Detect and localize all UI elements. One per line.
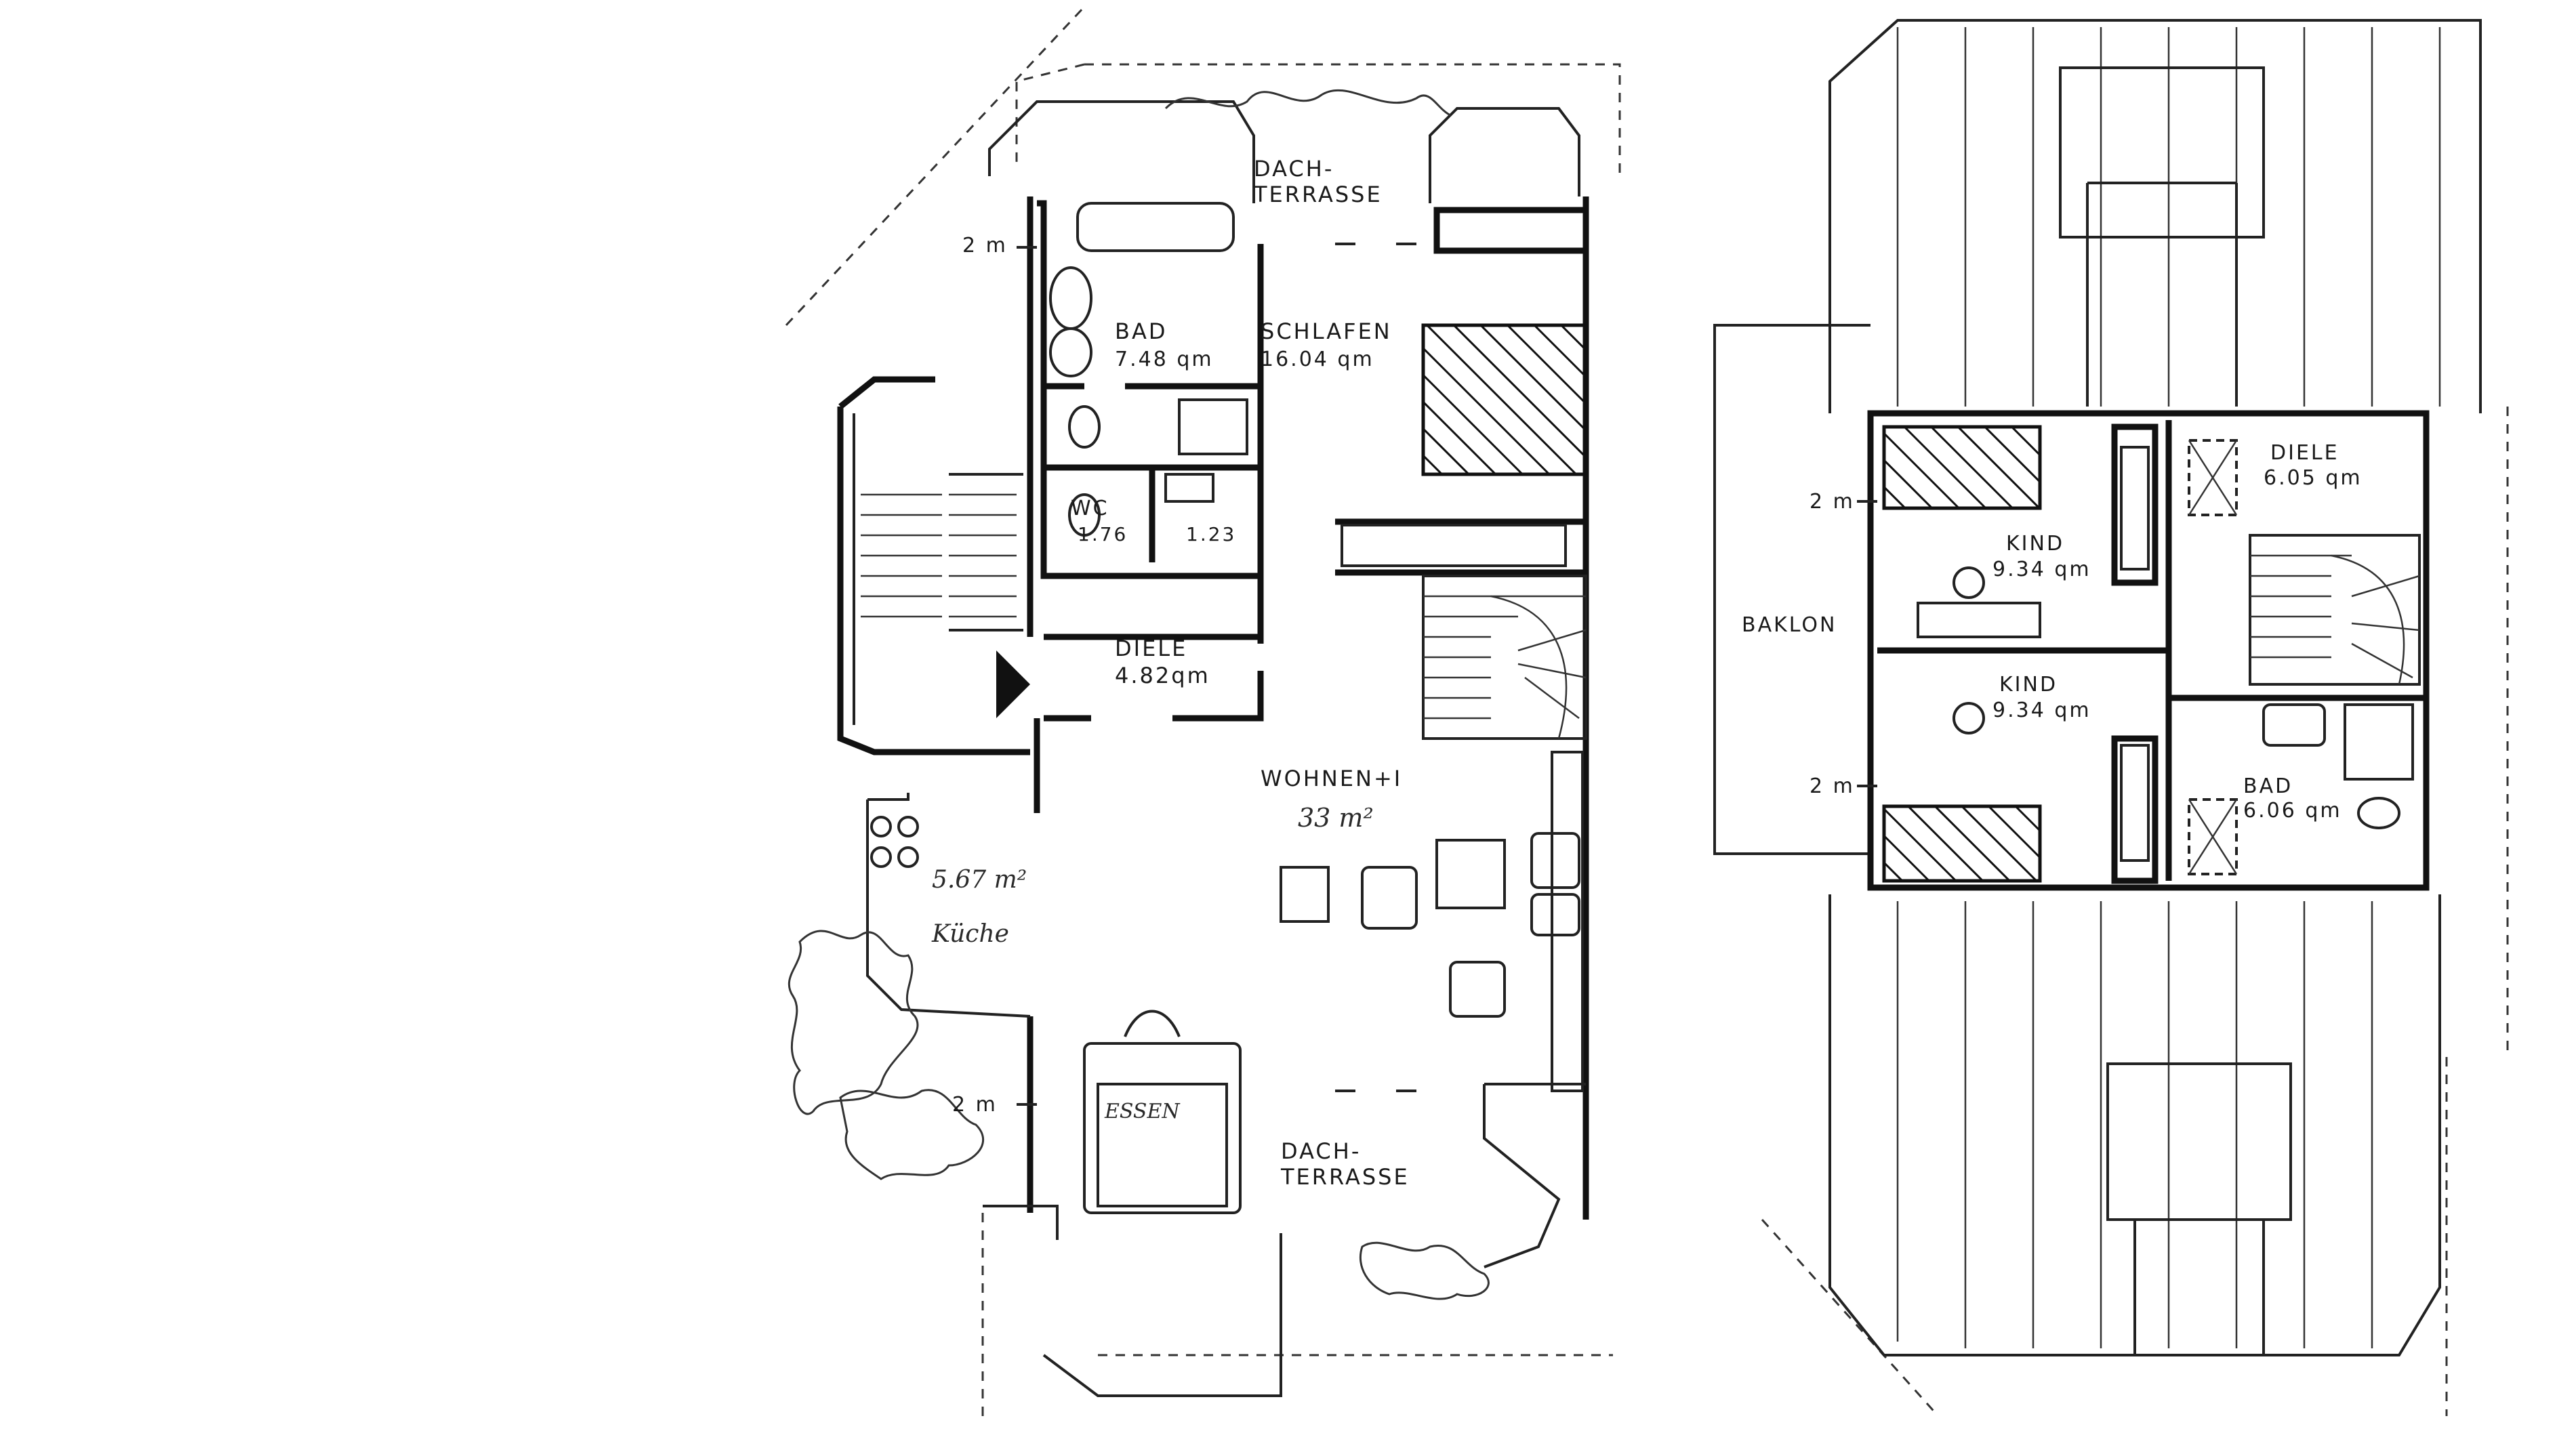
upper-bath-area: 6.06 qm — [2243, 799, 2342, 823]
hall-name-ground: DIELE — [1115, 636, 1187, 661]
upper-dim-2m-top: 2 m — [1810, 490, 1855, 514]
roof-bottom-dormer-inner — [2133, 1220, 2265, 1355]
bath-outer-wall — [1037, 200, 1261, 579]
roof-bottom-right-edge — [2445, 407, 2509, 1416]
tree-sketch-left — [788, 930, 919, 1115]
living-furniture — [866, 524, 1584, 1214]
hall-wall — [1044, 634, 1264, 722]
child1-name: KIND — [2006, 532, 2064, 556]
roof-outline-top — [1015, 63, 1621, 176]
upper-hall-area: 6.05 qm — [2264, 466, 2363, 490]
bedroom-closet — [1433, 207, 1589, 254]
roof-outline-diagonal — [785, 5, 1086, 327]
hall-area-ground: 4.82qm — [1115, 663, 1210, 688]
upper-furniture — [1917, 446, 2150, 862]
external-staircase — [837, 376, 1030, 755]
tree-sketch-bottom-right — [1359, 1241, 1490, 1300]
bottom-terrace-wall — [1483, 1083, 1586, 1268]
child2-area: 9.34 qm — [1992, 699, 2091, 722]
wc-name: WC — [1071, 497, 1109, 520]
roof-top-ridges — [1896, 27, 2441, 407]
roof-terrace-bottom-label-1: DACH- — [1281, 1138, 1361, 1164]
bed-hatched-kid2 — [1882, 804, 2042, 883]
roof-outline-bottom — [981, 1213, 1940, 1417]
upper-hall-name: DIELE — [2270, 441, 2339, 465]
bath-fixtures-ground — [1049, 202, 1248, 537]
roof-bottom-ridges — [1896, 901, 2373, 1348]
top-bay-window — [988, 100, 1255, 203]
roof-terrace-top-label-2: TERRASSE — [1253, 182, 1383, 207]
kitchen-area: 5.67 m² — [932, 866, 1027, 894]
child1-area: 9.34 qm — [1992, 558, 2091, 581]
upper-floor-plan — [1713, 19, 2509, 1416]
roof-bottom-dormer — [2106, 1062, 2292, 1221]
balcony-outline — [1713, 324, 1870, 855]
upper-dim-2m-bottom: 2 m — [1810, 774, 1855, 798]
upper-closet-bottom — [2111, 735, 2159, 884]
bed-hatched-ground — [1421, 323, 1588, 476]
bedroom-area: 16.04 qm — [1261, 348, 1374, 371]
bath-name-ground: BAD — [1115, 318, 1167, 344]
closet-area: 1.23 — [1186, 523, 1236, 545]
child2-name: KIND — [1999, 673, 2058, 697]
top-bay-window-right — [1429, 107, 1580, 203]
exterior-wall-left — [1027, 196, 1040, 1213]
dim-tick-top — [1017, 246, 1037, 1106]
wc-area: 1.76 — [1078, 523, 1128, 545]
kitchen-name: Küche — [931, 920, 1009, 948]
roof-top-outline — [1828, 19, 2482, 413]
roof-top-dormer — [2059, 66, 2265, 239]
dining-name: ESSEN — [1104, 1100, 1181, 1123]
plant-sketch-top — [1164, 89, 1451, 117]
bed-hatched-kid1 — [1882, 425, 2042, 510]
entrance-arrow — [996, 650, 1030, 718]
stair-wall — [1335, 518, 1586, 576]
upper-closet-top — [2111, 423, 2159, 586]
roof-terrace-top-label-1: DACH- — [1254, 156, 1334, 182]
skylight-bath — [2188, 798, 2238, 875]
roof-top-dormer-inner — [2086, 182, 2238, 407]
staircase-upper — [2249, 534, 2421, 686]
ground-floor-plan — [785, 5, 1940, 1417]
dim-2m-top-ground: 2 m — [962, 234, 1008, 257]
tree-sketch-bottom-left — [839, 1089, 985, 1180]
bottom-bay-window — [983, 1205, 1282, 1397]
bath-area-ground: 7.48 qm — [1115, 348, 1214, 371]
living-area: 33 m² — [1298, 803, 1374, 833]
balcony-name: BAKLON — [1742, 613, 1837, 637]
roof-terrace-bottom-label-2: TERRASSE — [1280, 1164, 1410, 1190]
bedroom-name: SCHLAFEN — [1261, 318, 1392, 344]
wc-wall — [1044, 464, 1261, 562]
staircase-ground — [1422, 575, 1587, 740]
living-name: WOHNEN+I — [1261, 766, 1402, 791]
skylight-hall — [2188, 439, 2238, 516]
dim-2m-bottom-ground: 2 m — [952, 1093, 998, 1117]
bath-fixtures-upper — [2262, 703, 2414, 829]
roof-bottom-outline — [1828, 894, 2441, 1356]
upper-bath-name: BAD — [2243, 774, 2293, 798]
